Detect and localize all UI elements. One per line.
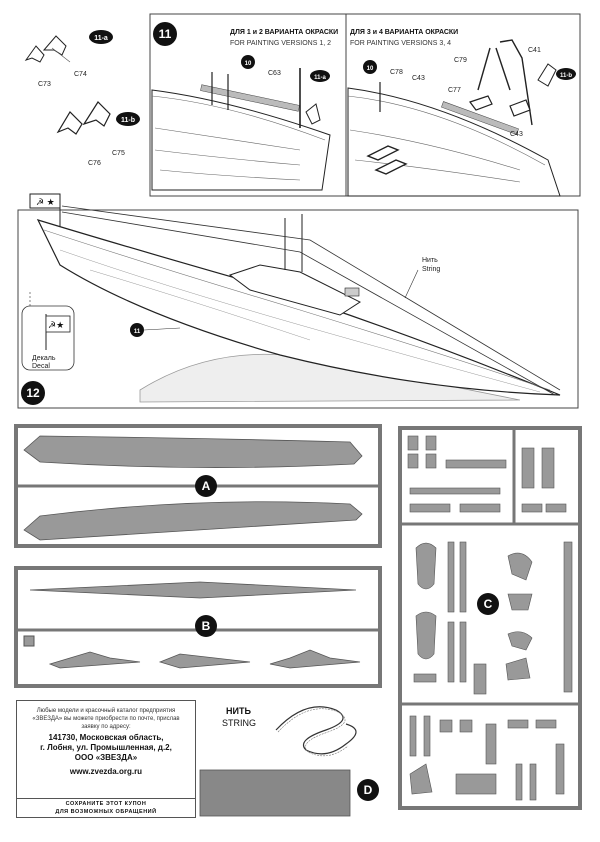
callout-11a-text: 11-a [94, 35, 108, 42]
callout-11-step12 [130, 323, 144, 337]
string-and-sprue-d: НИТЬ STRING D [199, 706, 379, 817]
label-c77: C77 [448, 87, 461, 94]
callout-10-right [363, 60, 377, 74]
sprue-a: A [14, 424, 382, 548]
sprue-d-label: D [364, 783, 373, 797]
label-c79: C79 [454, 57, 467, 64]
sprue-d-badge [357, 779, 379, 801]
step-11-section: 11 ДЛЯ 1 и 2 ВАРИАНТА ОКРАСКИ FOR PAINTI… [24, 13, 581, 197]
sprue-c-mid-parts [413, 541, 573, 695]
callout-11a [89, 30, 113, 44]
sprue-b-label: B [202, 619, 211, 633]
callout-11b-text: 11-b [121, 117, 135, 124]
svg-text:☭ ★: ☭ ★ [36, 197, 55, 207]
string-title-en: STRING [222, 718, 256, 728]
label-c43b: C43 [510, 131, 523, 138]
step-12-badge [21, 381, 45, 405]
coupon-footer-line2: ДЛЯ ВОЗМОЖНЫХ ОБРАЩЕНИЙ [55, 809, 157, 815]
sprue-c-bottom-parts [409, 715, 565, 801]
string-leader [404, 269, 419, 299]
sprue-c-frame [398, 426, 582, 810]
sprue-c-label: C [484, 597, 493, 611]
sprue-b: B [14, 566, 382, 688]
coupon-footer-line1: СОХРАНИТЕ ЭТОТ КУПОН [65, 801, 147, 807]
coupon-line3: ООО «ЗВЕЗДА» [74, 753, 138, 762]
part-11a-drawing [24, 35, 71, 63]
callout-11b [116, 112, 140, 126]
string-title-ru: НИТЬ [226, 706, 251, 716]
part-b3 [158, 653, 251, 669]
label-c63: C63 [268, 70, 281, 77]
sprue-c-badge [477, 593, 499, 615]
decal-flag-drawing: ☭★ [45, 314, 71, 350]
step-11-number: 11 [159, 27, 172, 41]
label-c78: C78 [390, 69, 403, 76]
svg-text:☭★: ☭★ [48, 320, 64, 330]
callout-10-right-text: 10 [367, 66, 374, 72]
sprue-a-label: A [202, 479, 211, 493]
hull-bow-right-drawing [347, 39, 561, 197]
callout-11b-hull [556, 68, 576, 80]
callout-11b-hull-text: 11-b [560, 73, 572, 79]
coupon-web[interactable]: www.zvezda.org.ru [69, 767, 143, 776]
callout-11a-hull-text: 11-a [314, 75, 326, 81]
coupon-footer: СОХРАНИТЕ ЭТОТ КУПОН ДЛЯ ВОЗМОЖНЫХ ОБРАЩ… [17, 798, 195, 817]
step-12-frame [17, 209, 579, 409]
coupon-line1: 141730, Московская область, [48, 733, 164, 742]
callout-10-left-text: 10 [245, 61, 252, 67]
label-c73: C73 [38, 81, 51, 88]
part-11b-drawing [56, 101, 111, 135]
sprue-a-badge [195, 475, 217, 497]
step-11-badge [153, 22, 177, 46]
rigging-string-lower [61, 211, 556, 396]
header-right-ru: ДЛЯ 3 и 4 ВАРИАНТА ОКРАСКИ [350, 29, 458, 36]
coupon-line2: г. Лобня, ул. Промышленная, д.2, [40, 743, 172, 752]
callout-11a-hull [310, 70, 330, 82]
header-left-en: FOR PAINTING VERSIONS 1, 2 [230, 40, 331, 47]
rigging-string-upper [61, 205, 561, 391]
hull-bow-left-drawing [151, 68, 331, 191]
callout-11-leader [143, 327, 181, 331]
part-b5 [23, 635, 35, 647]
header-left-ru: ДЛЯ 1 и 2 ВАРИАНТА ОКРАСКИ [230, 29, 338, 36]
step-12-section: ☭ ★ Нить String 11 ☭★ Декаль Decal 12 [17, 193, 579, 409]
hull-half-1 [23, 435, 363, 468]
label-c41: C41 [528, 47, 541, 54]
submarine-hull-drawing [36, 214, 561, 396]
flag-drawing: ☭ ★ [29, 193, 61, 230]
coupon-intro: Любые модели и красочный каталог предпри… [32, 708, 180, 730]
sprue-c-small-parts [407, 435, 567, 513]
decal-label-en: Decal [32, 363, 50, 370]
callout-10-left [241, 55, 255, 69]
address-coupon: Любые модели и красочный каталог предпри… [16, 700, 196, 818]
label-c74: C74 [74, 71, 87, 78]
deck-part-1 [29, 581, 357, 599]
part-b4 [48, 651, 141, 669]
sprue-b-badge [195, 615, 217, 637]
hull-half-2 [23, 501, 363, 541]
part-b2 [269, 649, 361, 669]
step-12-number: 12 [26, 386, 40, 400]
sprue-c: C [398, 426, 582, 810]
label-c75: C75 [112, 150, 125, 157]
label-c43: C43 [412, 75, 425, 82]
callout-11-step12-text: 11 [134, 329, 141, 335]
sprue-d-decal-sheet [199, 769, 351, 817]
decal-label-ru: Декаль [32, 355, 56, 362]
string-coil [275, 706, 357, 755]
string-label-ru: Нить [422, 257, 438, 264]
sprue-b-frame [14, 566, 382, 688]
header-right-en: FOR PAINTING VERSIONS 3, 4 [350, 40, 451, 47]
label-c76: C76 [88, 160, 101, 167]
string-label-en: String [422, 266, 440, 273]
